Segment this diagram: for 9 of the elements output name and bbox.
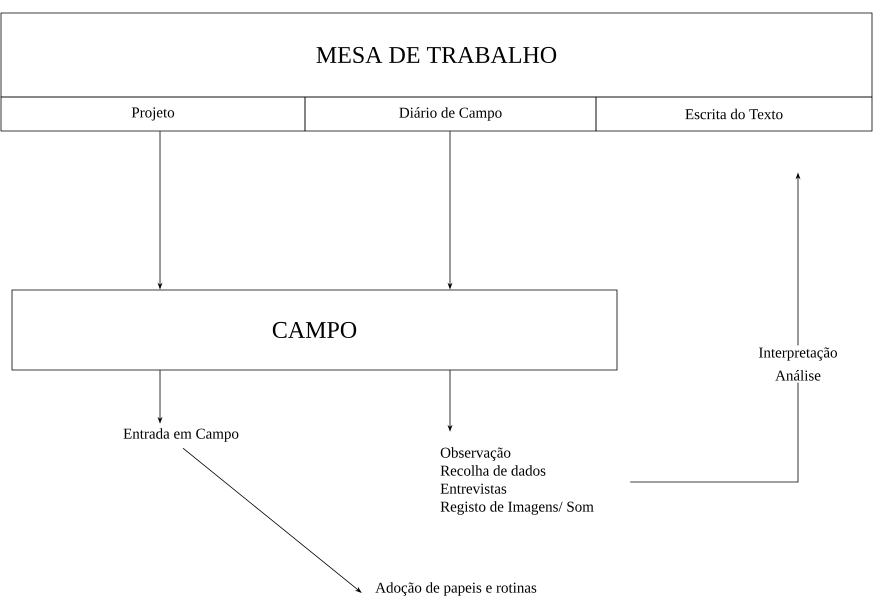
text-label: Entrada em Campo [124, 428, 238, 442]
table-cell: Escrita do Texto [596, 96, 872, 132]
table-cell: Projeto [0, 96, 306, 132]
heading-box: MESA DE TRABALHO [0, 12, 872, 98]
edge-label: Interpretação Análise [756, 345, 840, 383]
heading-box: CAMPO [12, 290, 618, 370]
text-label: Observação Recolha de dados Entrevistas Registo de Imagens/ Som [440, 447, 594, 515]
text-label: Adoção de papeis e rotinas [375, 582, 536, 596]
table-cell: Diário de Campo [304, 96, 596, 132]
